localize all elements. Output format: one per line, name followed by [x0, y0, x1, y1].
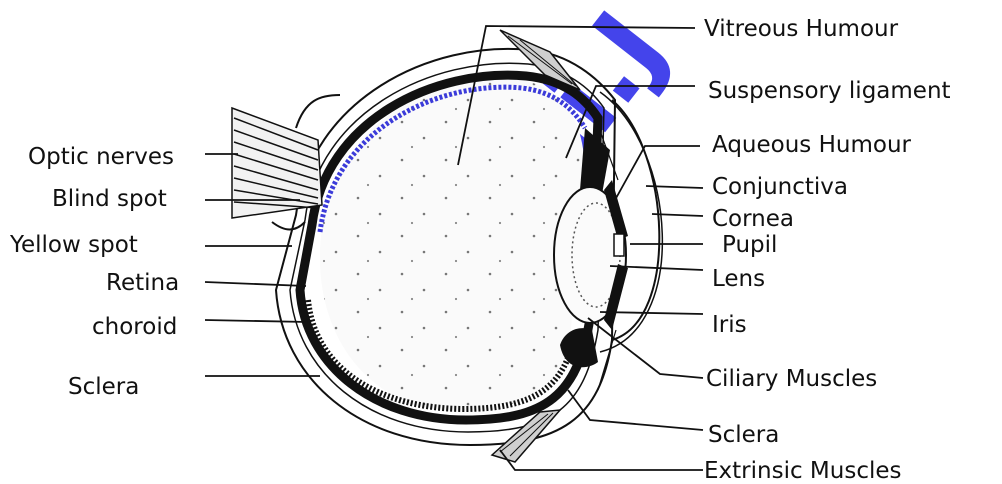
label-choroid: choroid [92, 314, 177, 340]
label-vitreous-humour: Vitreous Humour [704, 16, 899, 42]
label-aqueous-humour: Aqueous Humour [712, 132, 912, 158]
label-cornea: Cornea [712, 206, 794, 232]
label-suspensory-ligament: Suspensory ligament [708, 78, 951, 104]
pupil [614, 234, 624, 256]
label-iris: Iris [712, 312, 747, 338]
label-yellow-spot: Yellow spot [9, 232, 138, 258]
label-optic-nerves: Optic nerves [28, 144, 174, 170]
label-lens: Lens [712, 266, 765, 292]
label-blind-spot: Blind spot [52, 186, 167, 212]
label-retina: Retina [106, 270, 179, 296]
label-sclera-right: Sclera [708, 422, 779, 448]
label-ciliary-muscles: Ciliary Muscles [706, 366, 877, 392]
label-pupil: Pupil [722, 232, 777, 258]
label-conjunctiva: Conjunctiva [712, 174, 848, 200]
label-sclera-left: Sclera [68, 374, 139, 400]
label-extrinsic-muscles: Extrinsic Muscles [704, 458, 902, 484]
